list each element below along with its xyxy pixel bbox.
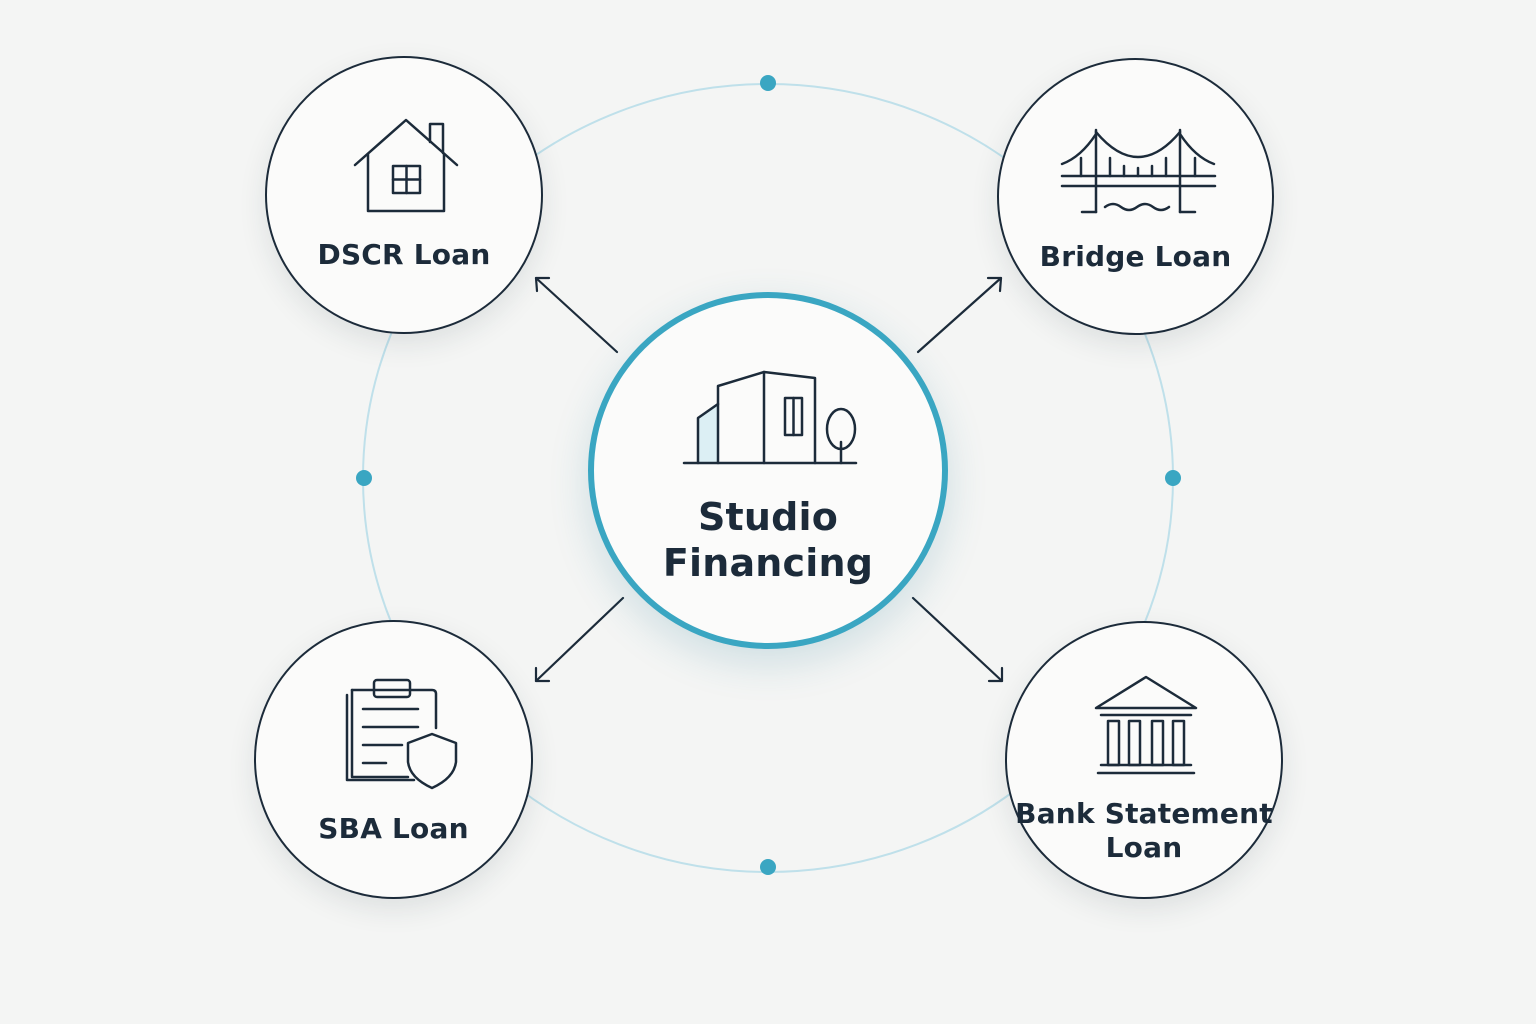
bank-building-icon xyxy=(1094,675,1198,775)
bridge-loan-node[interactable]: Bridge Loan xyxy=(997,58,1274,335)
studio-financing-node[interactable]: Studio Financing xyxy=(588,292,948,649)
studio-financing-title-line1: Studio xyxy=(697,495,839,539)
dscr-loan-label: DSCR Loan xyxy=(267,238,541,272)
studio-financing-title: Studio Financing xyxy=(594,494,942,586)
arrow-to-sba xyxy=(534,596,625,683)
studio-building-icon xyxy=(682,370,858,465)
bridge-loan-label: Bridge Loan xyxy=(999,240,1272,274)
bank-statement-loan-label-line2: Loan xyxy=(1105,831,1183,864)
sba-loan-label: SBA Loan xyxy=(256,812,531,846)
sba-loan-label-line1: SBA Loan xyxy=(318,812,469,845)
arrow-to-bank-statement xyxy=(911,596,1004,683)
orbit-dot-right xyxy=(1165,470,1181,486)
bank-statement-loan-node[interactable]: Bank Statement Loan xyxy=(1005,621,1283,899)
orbit-dot-left xyxy=(356,470,372,486)
house-icon xyxy=(353,118,459,213)
bridge-loan-label-line1: Bridge Loan xyxy=(1039,240,1232,273)
studio-financing-title-line2: Financing xyxy=(662,541,874,585)
bank-statement-loan-label: Bank Statement Loan xyxy=(1007,797,1281,865)
orbit-dot-bottom xyxy=(760,859,776,875)
orbit-dot-top xyxy=(760,75,776,91)
sba-loan-node[interactable]: SBA Loan xyxy=(254,620,533,899)
bank-statement-loan-label-line1: Bank Statement xyxy=(1015,797,1273,830)
dscr-loan-node[interactable]: DSCR Loan xyxy=(265,56,543,334)
arrow-to-bridge xyxy=(916,276,1003,354)
arrow-to-dscr xyxy=(534,276,619,354)
dscr-loan-label-line1: DSCR Loan xyxy=(317,238,491,271)
bridge-icon xyxy=(1060,128,1217,214)
clipboard-shield-icon xyxy=(345,678,458,790)
